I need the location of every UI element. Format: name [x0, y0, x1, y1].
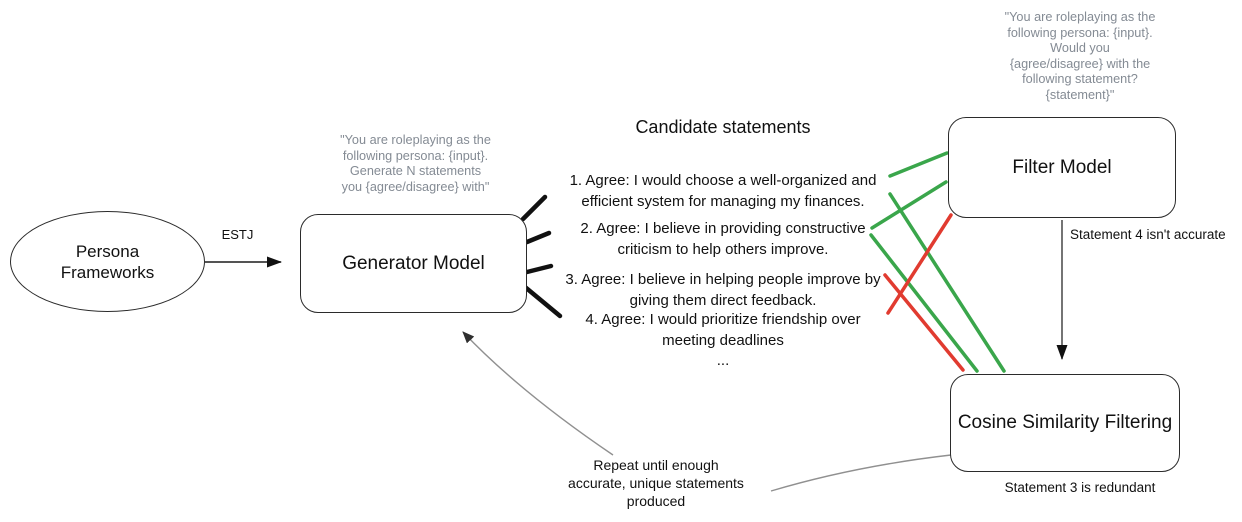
- cosine-reject-note: Statement 3 is redundant: [1004, 480, 1156, 495]
- candidate-statements-ellipsis: ...: [716, 352, 730, 369]
- estj-edge-label: ESTJ: [221, 227, 254, 242]
- candidate-statements-title: Candidate statements: [635, 117, 811, 137]
- edge-stmt1-cosine: [888, 192, 1006, 373]
- generator-output-tick-1: [520, 194, 548, 222]
- filter-reject-note: Statement 4 isn't accurate: [1070, 227, 1226, 242]
- generator-prompt-text: "You are roleplaying as the following pe…: [340, 133, 491, 194]
- cosine-similarity-label: Cosine Similarity Filtering: [957, 412, 1173, 433]
- repeat-loop-label: Repeat until enough accurate, unique sta…: [568, 457, 744, 509]
- persona-frameworks-node: Persona Frameworks: [10, 211, 205, 312]
- candidate-statement-3: 3. Agree: I believe in helping people im…: [565, 271, 881, 309]
- filter-model-label: Filter Model: [1012, 156, 1112, 178]
- generator-output-tick-2: [524, 230, 552, 245]
- filter-model-node: Filter Model: [948, 117, 1176, 218]
- generator-output-tick-3: [524, 263, 554, 275]
- edge-filter-stmt4-reject: [886, 213, 953, 315]
- generator-model-label: Generator Model: [342, 252, 485, 274]
- edge-stmt1-filter: [888, 151, 949, 178]
- edge-cosine-repeat-label: [770, 454, 952, 492]
- persona-frameworks-label: Persona Frameworks: [60, 241, 155, 282]
- candidate-statement-4: 4. Agree: I would prioritize friendship …: [585, 311, 861, 349]
- edge-repeat-generator: [462, 331, 614, 456]
- generator-output-tick-4: [522, 284, 563, 319]
- candidate-statement-2: 2. Agree: I believe in providing constru…: [580, 220, 866, 258]
- generator-model-node: Generator Model: [300, 214, 527, 313]
- edge-stmt3-cosine-reject: [883, 273, 965, 372]
- cosine-similarity-node: Cosine Similarity Filtering: [950, 374, 1180, 472]
- filter-prompt-text: "You are roleplaying as the following pe…: [1004, 10, 1156, 102]
- edge-stmt2-filter: [870, 180, 948, 230]
- edge-stmt2-cosine: [869, 233, 979, 373]
- candidate-statement-1: 1. Agree: I would choose a well-organize…: [569, 172, 877, 210]
